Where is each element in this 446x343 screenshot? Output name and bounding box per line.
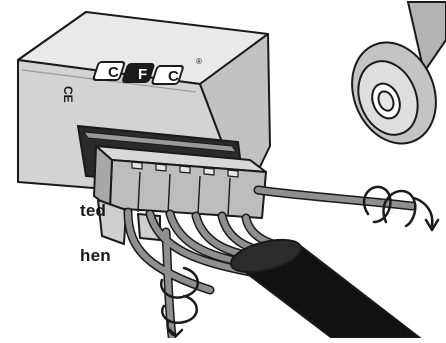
logo-letter-2: F — [138, 66, 147, 83]
logo-letter-1: C — [108, 64, 119, 81]
tape-roll — [337, 2, 446, 156]
registered-mark: ® — [196, 57, 202, 66]
tape-sleeve — [228, 234, 420, 338]
caption-line-2: hen — [80, 246, 111, 266]
logo-letter-3: C — [168, 68, 179, 85]
caption-line-1: ted — [80, 201, 106, 221]
ce-mark: CE — [61, 86, 75, 103]
